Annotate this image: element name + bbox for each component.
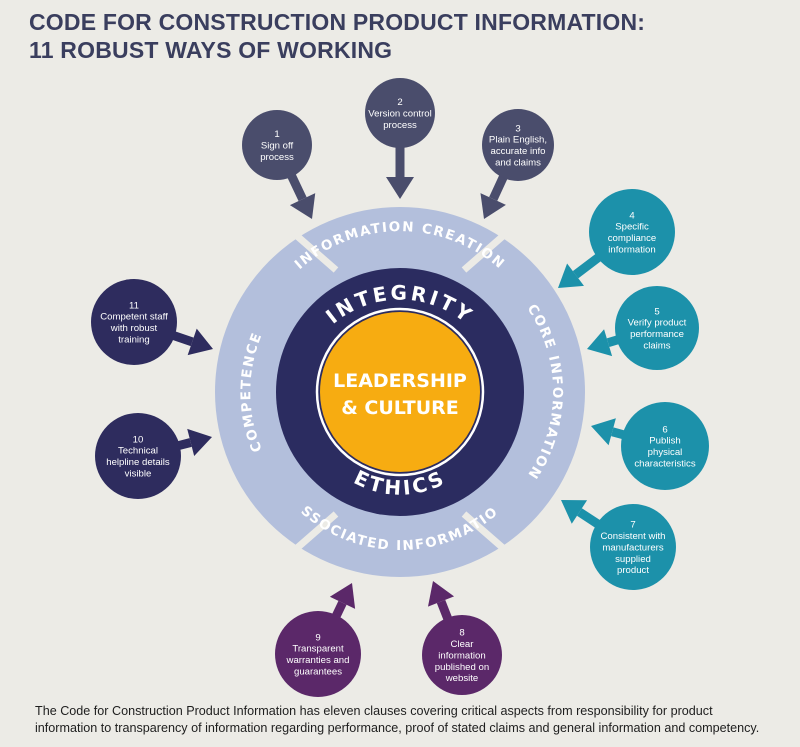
node-circle-3 <box>482 109 554 181</box>
node-circle-11 <box>91 279 177 365</box>
node-circle-1 <box>242 110 312 180</box>
node-text-11: with robust <box>110 323 158 334</box>
arrow-head-2 <box>386 177 414 199</box>
node-text-9: warranties and <box>286 655 350 666</box>
node-text-11: Competent staff <box>100 312 168 323</box>
title-line-2: 11 ROBUST WAYS OF WORKING <box>29 37 393 63</box>
node-text-7: product <box>617 565 649 576</box>
node-text-6: characteristics <box>634 459 696 470</box>
arrow-head-6 <box>591 418 616 446</box>
arrow-shaft-7 <box>576 508 603 530</box>
node-text-3: accurate info <box>491 146 546 157</box>
arrow-head-11 <box>187 328 213 356</box>
node-text-10: helpline details <box>106 457 170 468</box>
node-circle-10 <box>95 413 181 499</box>
node-number-2: 2 <box>397 97 402 108</box>
arrow-shaft-11 <box>169 330 194 347</box>
node-text-4: information <box>608 245 655 256</box>
arrow-shaft-1 <box>286 171 307 202</box>
node-number-5: 5 <box>654 306 659 317</box>
node-text-3: and claims <box>495 158 541 169</box>
node-text-6: Publish <box>649 436 680 447</box>
node-circle-5 <box>615 286 699 370</box>
node-circle-9 <box>275 611 361 697</box>
center-circle <box>320 312 480 472</box>
node-text-1: Sign off <box>261 140 294 151</box>
arrows <box>169 144 628 624</box>
node-text-5: performance <box>630 329 684 340</box>
node-number-9: 9 <box>315 632 320 643</box>
node-text-8: website <box>445 673 479 684</box>
node-number-4: 4 <box>629 210 635 221</box>
node-text-2: process <box>383 120 417 131</box>
node-text-4: compliance <box>608 233 657 244</box>
node-number-7: 7 <box>630 520 635 531</box>
node-circle-6 <box>621 402 709 490</box>
arrow-head-9 <box>329 583 356 609</box>
node-number-3: 3 <box>515 123 520 134</box>
node-circle-7 <box>590 504 676 590</box>
node-text-5: claims <box>643 341 670 352</box>
arrow-head-8 <box>427 581 455 607</box>
node-text-2: Version control <box>368 108 431 119</box>
node-text-8: published on <box>435 662 489 673</box>
node-text-8: Clear <box>451 639 475 650</box>
node-text-7: Consistent with <box>600 531 665 542</box>
node-text-9: Transparent <box>292 644 344 655</box>
node-number-1: 1 <box>274 129 279 140</box>
node-text-3: Plain English, <box>489 135 547 146</box>
node-text-6: physical <box>648 447 683 458</box>
node-text-7: supplied <box>615 554 651 565</box>
node-text-5: Verify product <box>628 318 687 329</box>
arrow-head-1 <box>289 193 316 219</box>
node-number-10: 10 <box>133 434 144 445</box>
node-number-6: 6 <box>662 424 667 435</box>
node-number-11: 11 <box>129 300 139 311</box>
arrow-head-5 <box>587 329 613 357</box>
node-text-10: visible <box>125 469 152 480</box>
arrow-shaft-4 <box>572 251 604 279</box>
node-text-7: manufacturers <box>602 542 664 553</box>
node-circle-4 <box>589 189 675 275</box>
node-text-4: Specific <box>615 222 649 233</box>
inner-ring-line <box>315 307 485 477</box>
footer-line-2: information to transparency of informati… <box>35 721 760 735</box>
center-line-1: LEADERSHIP <box>333 370 467 392</box>
page-title: CODE FOR CONSTRUCTION PRODUCT INFORMATIO… <box>29 8 789 64</box>
node-text-9: guarantees <box>294 667 342 678</box>
footer-note: The Code for Construction Product Inform… <box>35 703 795 737</box>
center-line-2: & CULTURE <box>341 397 459 419</box>
node-circle-8 <box>422 615 502 695</box>
node-text-1: process <box>260 152 294 163</box>
title-line-1: CODE FOR CONSTRUCTION PRODUCT INFORMATIO… <box>29 9 646 35</box>
node-text-10: Technical <box>118 446 158 457</box>
arrow-shaft-2 <box>395 144 405 177</box>
arrow-shaft-3 <box>489 172 509 201</box>
ring-separators <box>270 212 530 572</box>
node-number-8: 8 <box>459 628 464 639</box>
arrow-head-3 <box>480 193 506 219</box>
node-circle-2 <box>365 78 435 148</box>
arrow-head-4 <box>558 263 584 288</box>
footer-line-1: The Code for Construction Product Inform… <box>35 704 713 718</box>
arrow-head-10 <box>187 428 212 457</box>
arrow-head-7 <box>561 500 588 524</box>
node-text-8: information <box>438 650 485 661</box>
node-text-11: training <box>118 335 149 346</box>
